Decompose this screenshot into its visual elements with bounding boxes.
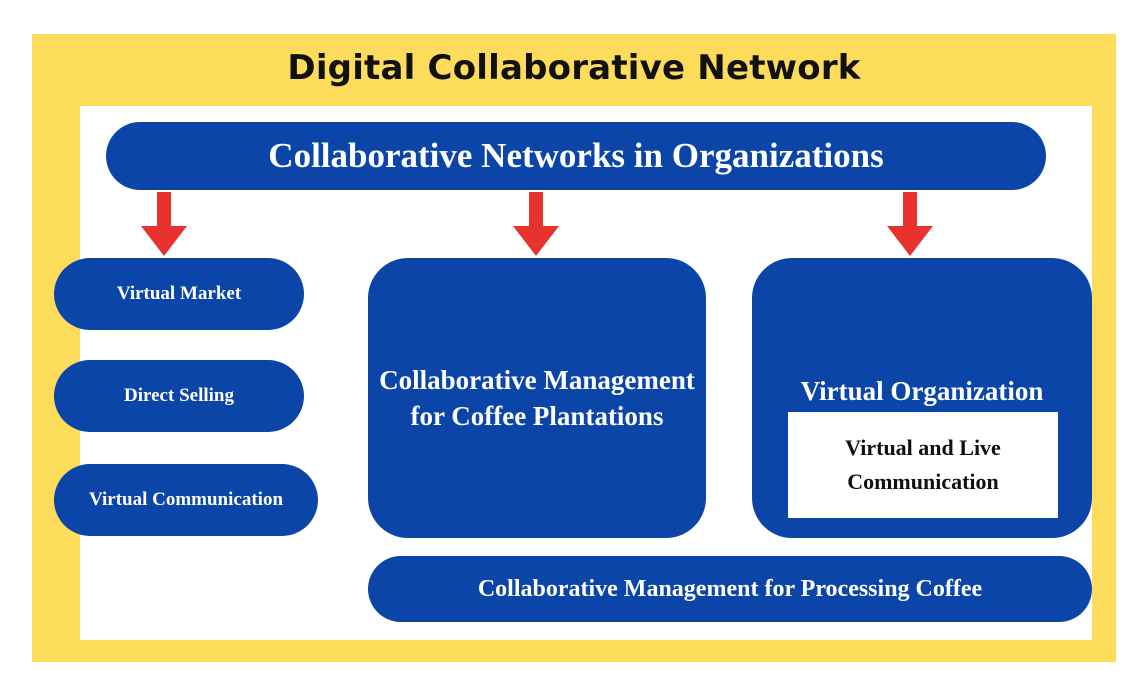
node-virtual-market: Virtual Market: [54, 258, 304, 330]
node-label: Virtual Market: [116, 283, 242, 304]
node-label: Direct Selling: [124, 385, 234, 406]
arrow-down-icon: [141, 192, 187, 256]
node-label-line2: for Coffee Plantations: [410, 401, 664, 431]
node-label: Virtual Communication: [88, 489, 284, 510]
top-node: Collaborative Networks in Organizations: [106, 122, 1046, 190]
node-virtual-live-communication: Virtual and Live Communication: [788, 412, 1058, 518]
node-label: Collaborative Management for Processing …: [477, 575, 983, 602]
node-label-line1: Collaborative Management: [379, 365, 695, 395]
node-label: Virtual Organization: [800, 376, 1044, 406]
arrow-down-icon: [513, 192, 559, 256]
arrow-down-icon: [887, 192, 933, 256]
node-virtual-communication: Virtual Communication: [54, 464, 318, 536]
node-virtual-organization: Virtual Organization Virtual and Live Co…: [752, 258, 1092, 538]
node-processing-coffee: Collaborative Management for Processing …: [368, 556, 1092, 622]
node-direct-selling: Direct Selling: [54, 360, 304, 432]
inner-label-line2: Communication: [847, 469, 999, 494]
node-collaborative-management-plantations: Collaborative Management for Coffee Plan…: [368, 258, 706, 538]
diagram-title: Digital Collaborative Network: [287, 48, 861, 88]
inner-label-line1: Virtual and Live: [845, 435, 1001, 460]
top-node-label: Collaborative Networks in Organizations: [268, 136, 884, 175]
